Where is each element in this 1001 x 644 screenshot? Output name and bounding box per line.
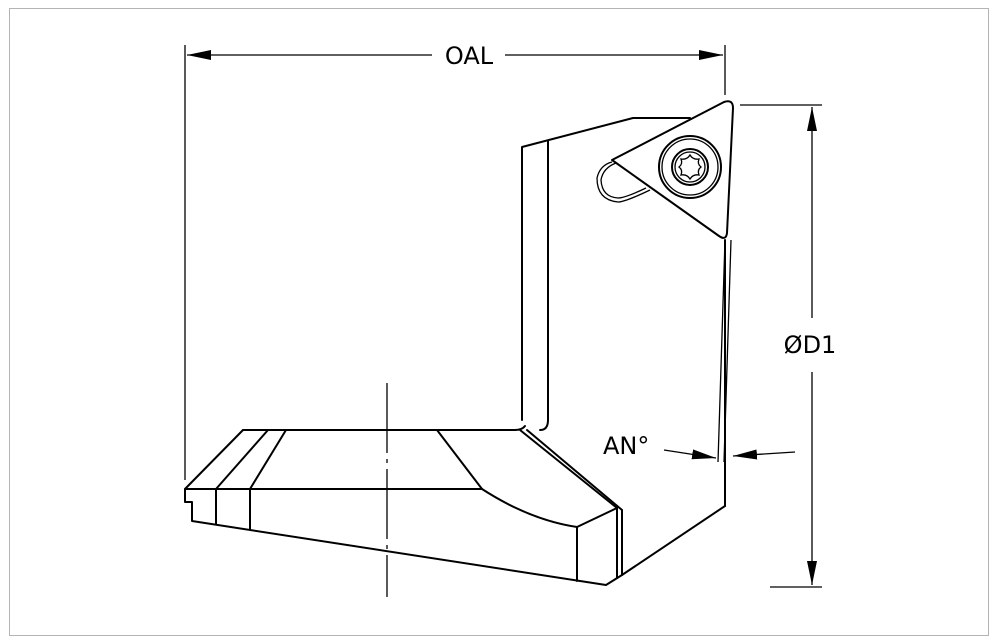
oal-dimension: OAL: [184, 42, 726, 480]
an-dimension: AN°: [603, 432, 796, 460]
d1-dimension: ØD1: [740, 104, 837, 588]
torx-screw-icon: [658, 135, 722, 199]
oal-label: OAL: [445, 42, 494, 70]
holder-base: [184, 239, 726, 586]
an-label: AN°: [603, 432, 649, 460]
holder-upright: [521, 117, 732, 463]
drawing-frame: [9, 8, 989, 636]
triangular-insert: [596, 100, 734, 239]
d1-label: ØD1: [784, 331, 837, 359]
